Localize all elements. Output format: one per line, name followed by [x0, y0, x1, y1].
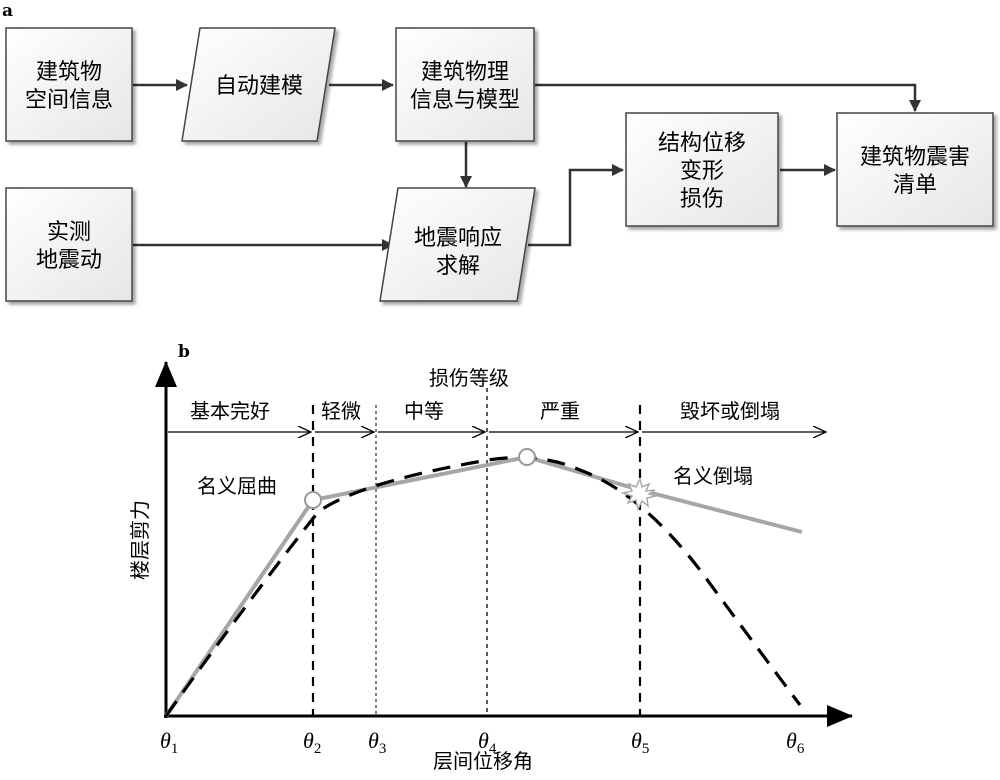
x-axis-label: 层间位移角: [433, 749, 533, 773]
box-text: 变形: [680, 159, 724, 184]
zone-label-collapse: 毁坏或倒塌: [680, 399, 780, 423]
panel-a-label: a: [2, 1, 13, 21]
arrow-physical-to-damagelist: [535, 83, 921, 112]
peak-point-marker: [518, 448, 536, 466]
box-text: 建筑物: [36, 60, 102, 85]
box-measured-ground-motion: 实测 地震动: [5, 187, 133, 302]
axes: [155, 361, 853, 727]
box-auto-modeling: 自动建模: [181, 27, 336, 142]
box-seismic-response: 地震响应 求解: [379, 187, 536, 302]
annotation-nominal-collapse: 名义倒塌: [673, 464, 753, 488]
panel-b-label: b: [178, 342, 190, 362]
box-text: 空间信息: [25, 88, 113, 113]
box-text: 求解: [436, 254, 480, 279]
theta-label-6: θ6: [786, 728, 805, 757]
yield-point-marker: [304, 491, 322, 509]
box-text: 地震动: [36, 248, 102, 273]
box-text: 结构位移: [658, 131, 746, 156]
box-text: 清单: [893, 173, 937, 198]
box-text: 建筑物震害: [860, 145, 970, 170]
grade-boundaries: [311, 388, 642, 716]
box-physical-info-model: 建筑物理 信息与模型: [395, 27, 535, 142]
zone-label-moderate: 中等: [404, 399, 444, 423]
box-text: 实测: [47, 220, 91, 245]
box-text: 信息与模型: [410, 88, 520, 113]
box-building-spatial-info: 建筑物 空间信息: [5, 27, 133, 142]
collapse-burst-marker: [620, 476, 657, 512]
actual-capacity-curve: [164, 455, 802, 717]
theta-label-5: θ5: [631, 728, 649, 757]
box-text: 建筑物理: [421, 60, 509, 85]
flow-connectors: [133, 79, 921, 251]
zone-label-severe: 严重: [540, 399, 580, 423]
box-text: 地震响应: [414, 226, 502, 251]
y-axis-label: 楼层剪力: [128, 500, 152, 580]
box-text: 自动建模: [215, 74, 303, 99]
theta-label-2: θ2: [303, 728, 321, 757]
theta-label-3: θ3: [368, 728, 386, 757]
annotation-nominal-yield: 名义屈曲: [197, 474, 277, 498]
zone-label-intact: 基本完好: [190, 399, 270, 423]
damage-grade-title: 损伤等级: [429, 366, 509, 390]
arrow-response-to-structural: [528, 164, 624, 247]
box-text: 损伤: [680, 187, 724, 212]
theta-label-4: θ4: [478, 728, 497, 757]
zone-label-slight: 轻微: [321, 399, 361, 423]
box-structural-damage: 结构位移 变形 损伤: [625, 112, 779, 227]
theta-label-1: θ1: [160, 728, 178, 757]
box-damage-list: 建筑物震害 清单: [836, 112, 994, 227]
